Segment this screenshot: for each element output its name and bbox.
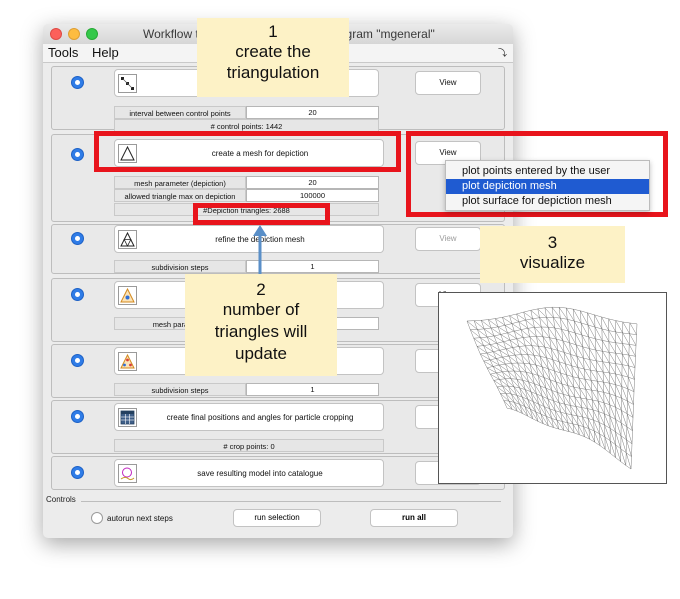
step-5-radio[interactable] [71, 354, 84, 367]
menu-tools[interactable]: Tools [48, 45, 79, 60]
menu-item-plot-points[interactable]: plot points entered by the user [462, 165, 610, 177]
step-7-button[interactable]: save resulting model into catalogue [114, 459, 384, 487]
annotation-arrow [253, 225, 267, 276]
minimize-window-button[interactable] [68, 28, 80, 40]
callout-2-number: 2 [256, 280, 266, 299]
subdivision-label-1: subdivision steps [114, 260, 246, 273]
save-model-icon [118, 464, 137, 483]
menu-item-plot-surface[interactable]: plot surface for depiction mesh [462, 195, 612, 207]
triangle-max-label: allowed triangle max on depiction [114, 189, 246, 202]
step-3-view-button[interactable]: View [415, 227, 481, 251]
refined-crop-mesh-icon [118, 352, 137, 371]
controls-label: Controls [46, 495, 76, 504]
callout-1-number: 1 [268, 22, 278, 41]
view-dropdown-menu: plot points entered by the user plot dep… [445, 160, 650, 211]
callout-3-line-1: visualize [519, 253, 586, 272]
toolbar-toggle-icon[interactable]: ⤵ [497, 48, 507, 58]
callout-1: 1 create the triangulation [197, 18, 349, 97]
callout-2-line-2: triangles will [214, 322, 308, 341]
step-2-radio[interactable] [71, 148, 84, 161]
triangle-max-row: allowed triangle max on depiction 100000 [114, 189, 379, 202]
callout-1-line-2: triangulation [226, 63, 320, 82]
menu-item-plot-depiction-mesh[interactable]: plot depiction mesh [446, 179, 649, 194]
triangle-mesh-icon [118, 144, 137, 163]
callout-1-line-1: create the [235, 42, 311, 61]
subdivision-row-2: subdivision steps 1 [114, 383, 379, 396]
interval-param-row: interval between control points 20 [114, 106, 379, 119]
callout-2-line-1: number of [222, 300, 300, 319]
step-6-radio[interactable] [71, 410, 84, 423]
highlight-view-menu [406, 131, 668, 217]
step-3-button[interactable]: refine the depiction mesh [114, 225, 384, 253]
autorun-label: autorun next steps [107, 514, 173, 523]
step-4-radio[interactable] [71, 288, 84, 301]
autorun-checkbox[interactable] [91, 512, 103, 524]
subdivision-field-2[interactable]: 1 [246, 383, 379, 396]
step-7-label: save resulting model into catalogue [197, 469, 323, 478]
step-1-radio[interactable] [71, 76, 84, 89]
run-all-button[interactable]: run all [370, 509, 458, 527]
step-section-3: refine the depiction mesh View subdivisi… [51, 224, 505, 274]
step-6-label: create final positions and angles for pa… [166, 413, 354, 422]
highlight-triangle-count [193, 203, 330, 225]
close-window-button[interactable] [50, 28, 62, 40]
crop-mesh-icon [118, 286, 137, 305]
controls-panel: Controls autorun next steps run selectio… [43, 494, 513, 538]
mesh-wireframe [466, 306, 638, 470]
step-section-6: create final positions and angles for pa… [51, 400, 505, 454]
subdivision-field-1[interactable]: 1 [246, 260, 379, 273]
crop-points-count: # crop points: 0 [114, 439, 384, 452]
step-3-radio[interactable] [71, 232, 84, 245]
highlight-step-2 [94, 131, 401, 172]
interval-label: interval between control points [114, 106, 246, 119]
callout-3-number: 3 [547, 233, 558, 252]
interval-field[interactable]: 20 [246, 106, 379, 119]
mesh-param-row: mesh parameter (depiction) 20 [114, 176, 379, 189]
triangle-max-field[interactable]: 100000 [246, 189, 379, 202]
mesh-param-label: mesh parameter (depiction) [114, 176, 246, 189]
zoom-window-button[interactable] [86, 28, 98, 40]
menu-help[interactable]: Help [92, 45, 119, 60]
subdivision-row-1: subdivision steps 1 [114, 260, 379, 273]
mesh-param-field[interactable]: 20 [246, 176, 379, 189]
step-2-button[interactable]: create a mesh for depiction [114, 139, 384, 167]
step-section-7: save resulting model into catalogue View [51, 456, 505, 490]
step-section-2: create a mesh for depiction View mesh pa… [51, 134, 505, 222]
step-1-view-button[interactable]: View [415, 71, 481, 95]
callout-3: 3 visualize [480, 226, 625, 283]
triangulation-icon [118, 74, 137, 93]
callout-2-line-3: update [235, 344, 287, 363]
mesh-plot-window [438, 292, 667, 484]
workflow-window: Workflow to create a model from tomogram… [43, 24, 513, 538]
run-selection-button[interactable]: run selection [233, 509, 321, 527]
controls-divider [81, 501, 501, 502]
depiction-mesh-plot [466, 306, 638, 470]
refined-mesh-icon [118, 230, 137, 249]
subdivision-label-2: subdivision steps [114, 383, 246, 396]
step-2-label: create a mesh for depiction [211, 149, 309, 158]
callout-2: 2 number of triangles will update [185, 274, 337, 376]
step-6-button[interactable]: create final positions and angles for pa… [114, 403, 384, 431]
table-icon [118, 408, 137, 427]
step-7-radio[interactable] [71, 466, 84, 479]
